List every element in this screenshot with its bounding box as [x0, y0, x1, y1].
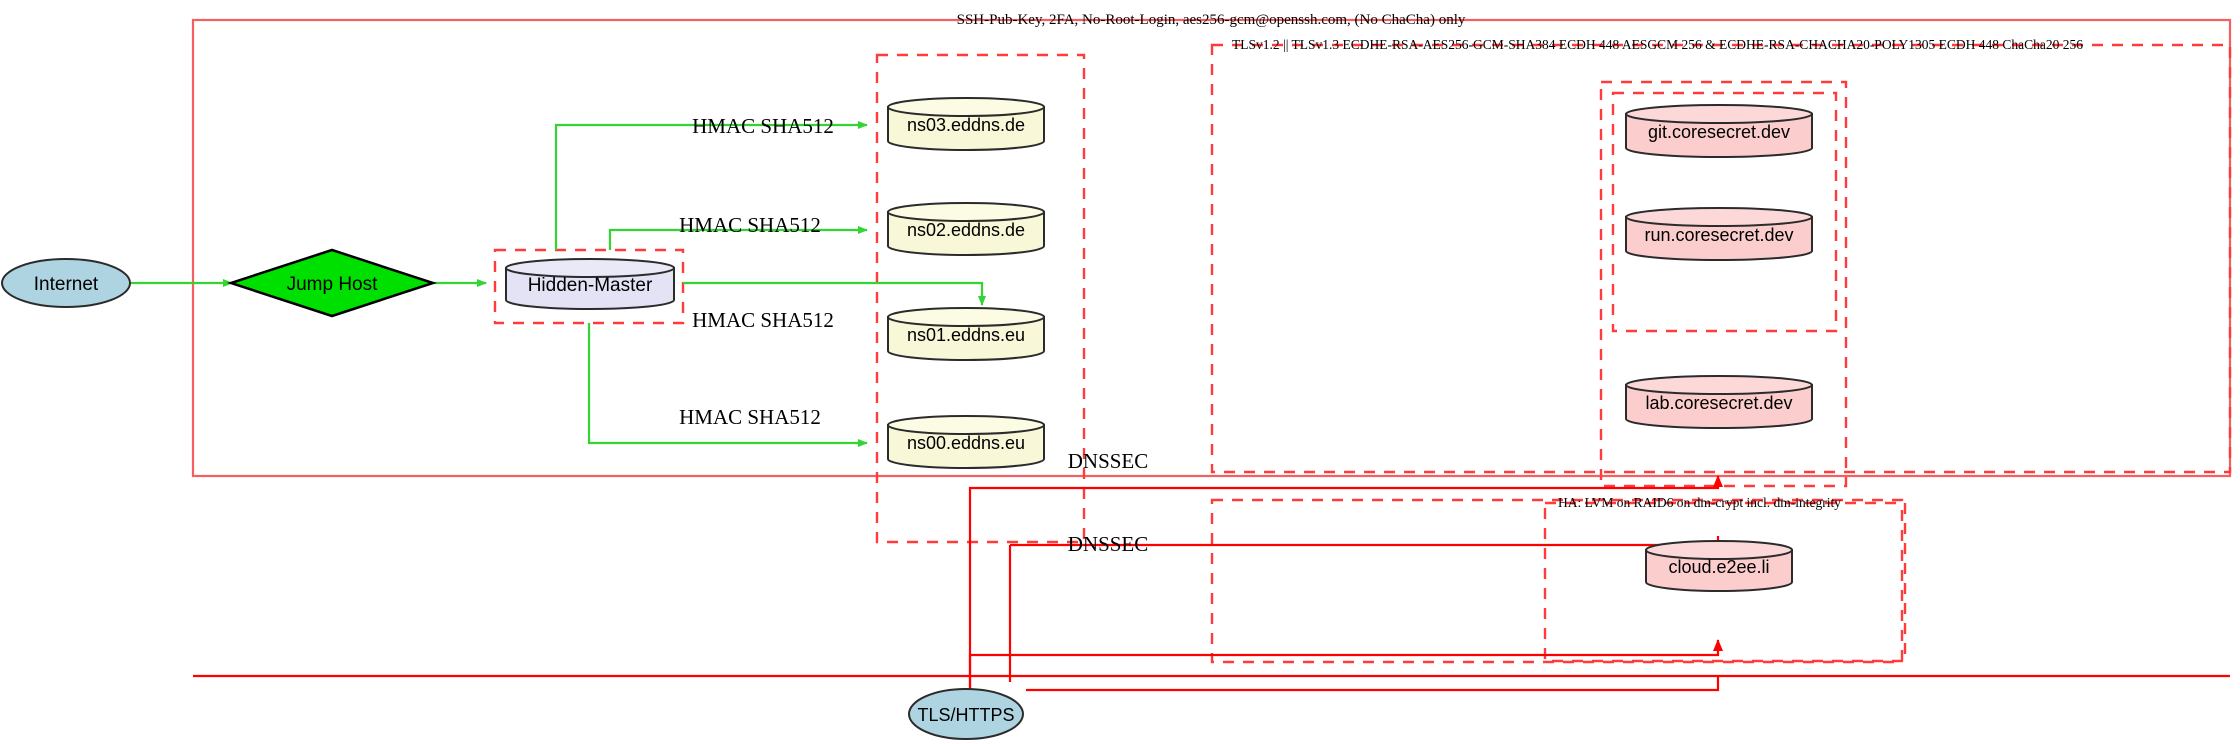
- ns01-cylinder-top: [887, 307, 1045, 327]
- hidden-master-cluster: [493, 248, 685, 325]
- node-ns02[interactable]: ns02.eddns.de: [887, 202, 1045, 256]
- run-cylinder-body: [1625, 216, 1813, 261]
- git-cylinder-top: [1625, 104, 1813, 124]
- ha-storage-cluster: [1543, 501, 1907, 663]
- tls-policy-cluster: [1210, 43, 2232, 474]
- edge-label-hmac-ns01: HMAC SHA512: [692, 308, 834, 332]
- edge-tls-right: [1026, 676, 1720, 692]
- git-label: git.coresecret.dev: [1648, 122, 1790, 142]
- node-git-coresecret[interactable]: git.coresecret.dev: [1625, 104, 1813, 158]
- node-jump-host[interactable]: Jump Host: [226, 248, 438, 318]
- edge-hiddenmaster-to-ns01: [683, 281, 986, 306]
- internet-label: Internet: [34, 274, 99, 295]
- edge-label-hmac-ns02: HMAC SHA512: [679, 213, 821, 237]
- edge-label-dnssec-upper: DNSSEC: [1068, 449, 1149, 473]
- ns01-cylinder-body: [887, 316, 1045, 361]
- ns01-label: ns01.eddns.eu: [907, 325, 1025, 345]
- edge-tls-to-cloud: [968, 639, 1723, 690]
- node-ns03[interactable]: ns03.eddns.de: [887, 97, 1045, 151]
- node-lab-coresecret[interactable]: lab.coresecret.dev: [1625, 375, 1813, 429]
- edge-dnssec-upper: [968, 475, 1723, 690]
- edge-hiddenmaster-to-ns02: [608, 226, 868, 250]
- tls-https-label: TLS/HTTPS: [917, 705, 1014, 725]
- node-run-coresecret[interactable]: run.coresecret.dev: [1625, 207, 1813, 261]
- node-tls-https[interactable]: TLS/HTTPS: [908, 688, 1024, 740]
- ns02-cylinder-top: [887, 202, 1045, 222]
- ns00-cylinder-top: [887, 415, 1045, 435]
- edge-label-hmac-ns03: HMAC SHA512: [692, 114, 834, 138]
- coresecret-cluster: [1599, 80, 1848, 488]
- git-run-cluster: [1611, 91, 1838, 333]
- ns00-label: ns00.eddns.eu: [907, 433, 1025, 453]
- tls-policy-cluster-label: TLSv1.2 || TLSv1.3 ECDHE-RSA-AES256-GCM-…: [1232, 37, 2083, 52]
- cloud-label: cloud.e2ee.li: [1668, 557, 1769, 577]
- ns03-cylinder-top: [887, 97, 1045, 117]
- ns02-cylinder-body: [887, 211, 1045, 256]
- node-cloud-e2ee[interactable]: cloud.e2ee.li: [1645, 540, 1793, 592]
- ns03-cylinder-body: [887, 106, 1045, 151]
- run-label: run.coresecret.dev: [1644, 225, 1793, 245]
- tls-https-ellipse: [908, 688, 1024, 740]
- node-hidden-master[interactable]: Hidden-Master: [505, 258, 675, 310]
- hidden-master-cylinder-top: [505, 258, 675, 278]
- node-ns00[interactable]: ns00.eddns.eu: [887, 415, 1045, 469]
- jump-host-label: Jump Host: [287, 274, 379, 295]
- lab-cylinder-top: [1625, 375, 1813, 395]
- internet-ellipse: [1, 258, 131, 308]
- hidden-master-cylinder-body: [505, 267, 675, 310]
- jump-host-diamond: [226, 248, 438, 318]
- ns03-label: ns03.eddns.de: [907, 115, 1025, 135]
- cloud-outer-cluster: [1210, 498, 1904, 664]
- cloud-cylinder-body: [1645, 549, 1793, 592]
- node-internet[interactable]: Internet: [1, 258, 131, 308]
- lab-cylinder-body: [1625, 384, 1813, 429]
- ha-storage-cluster-label: HA: LVM on RAID6 on dm-crypt incl. dm-in…: [1558, 495, 1841, 510]
- run-cylinder-top: [1625, 207, 1813, 227]
- hidden-master-label: Hidden-Master: [528, 275, 653, 296]
- cloud-cylinder-top: [1645, 540, 1793, 560]
- edge-hiddenmaster-to-ns00: [587, 323, 868, 447]
- edge-label-hmac-ns00: HMAC SHA512: [679, 405, 821, 429]
- ns00-cylinder-body: [887, 424, 1045, 469]
- ns02-label: ns02.eddns.de: [907, 220, 1025, 240]
- ssh-policy-cluster-label: SSH-Pub-Key, 2FA, No-Root-Login, aes256-…: [957, 12, 1466, 28]
- lab-label: lab.coresecret.dev: [1645, 393, 1792, 413]
- nameserver-cluster: [875, 53, 1086, 544]
- edge-hiddenmaster-to-ns03: [554, 121, 868, 250]
- edge-label-dnssec-lower: DNSSEC: [1068, 532, 1149, 556]
- git-cylinder-body: [1625, 113, 1813, 158]
- node-ns01[interactable]: ns01.eddns.eu: [887, 307, 1045, 361]
